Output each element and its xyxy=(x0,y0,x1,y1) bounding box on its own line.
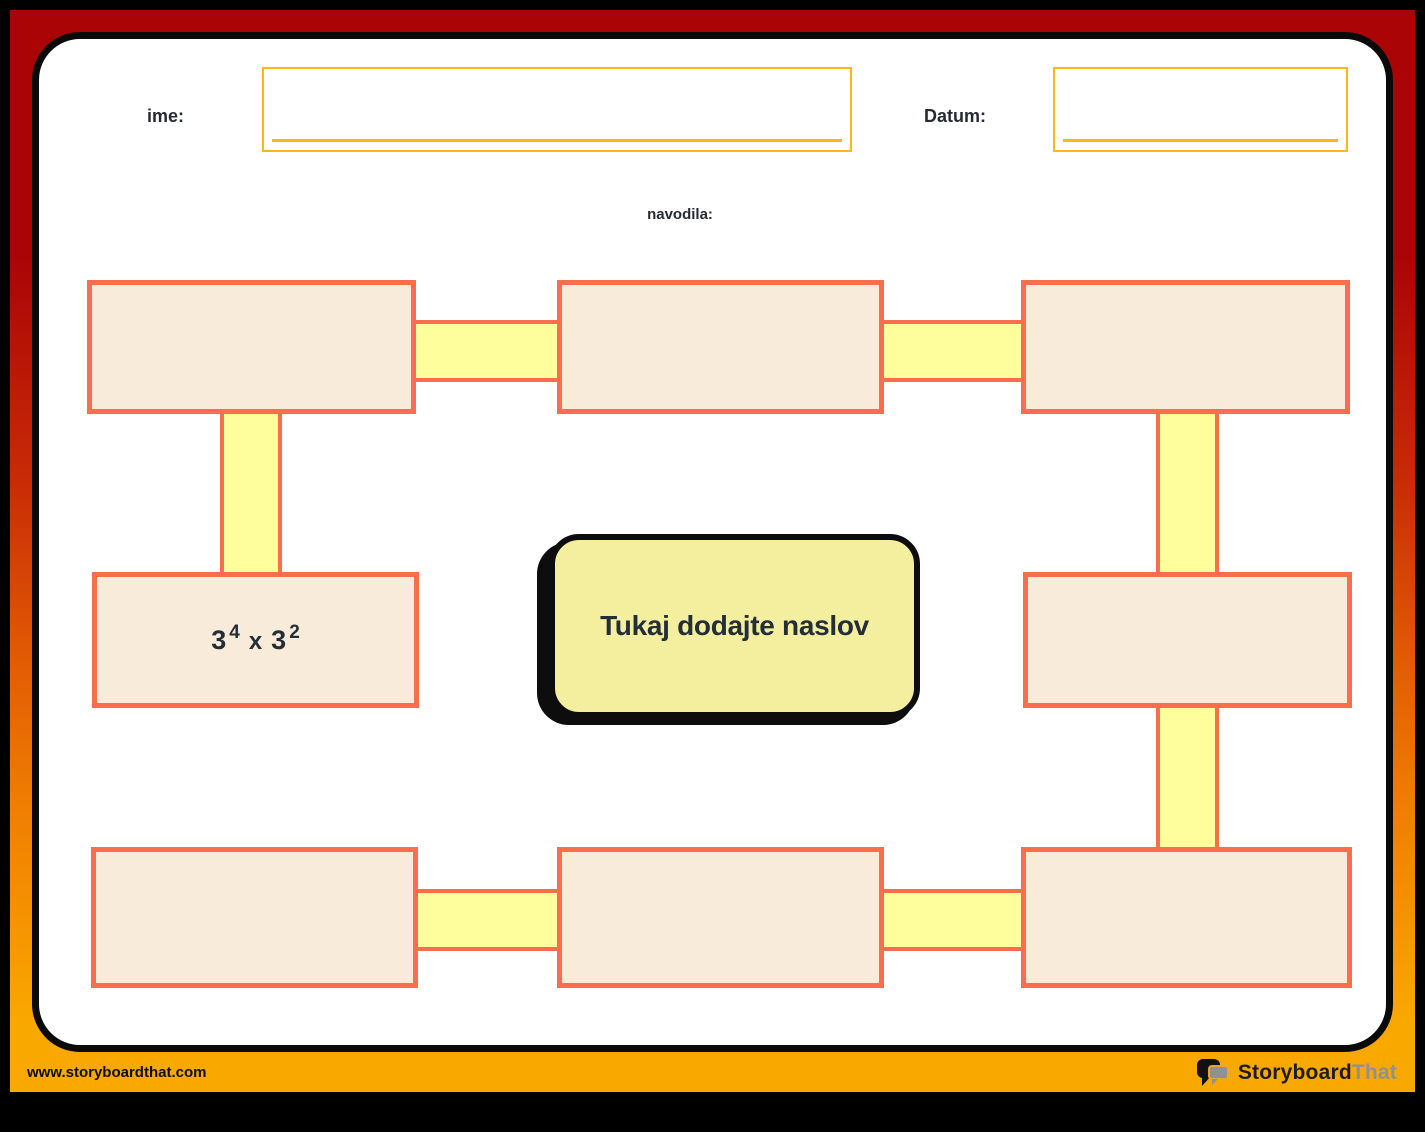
connector-right-vertical-lower xyxy=(1156,702,1219,853)
flow-box-bottom-center[interactable] xyxy=(557,847,884,988)
bottom-black-band xyxy=(0,1092,1425,1132)
connector-right-vertical-upper xyxy=(1156,408,1219,578)
title-text: Tukaj dodajte naslov xyxy=(600,610,869,641)
date-input[interactable] xyxy=(1053,67,1348,152)
gray-bubble-shape xyxy=(1207,1065,1229,1080)
date-label: Datum: xyxy=(924,106,986,126)
footer-url: www.storyboardthat.com xyxy=(27,1064,207,1081)
gray-bubble-tail xyxy=(1211,1079,1218,1085)
speech-bubbles-icon xyxy=(1196,1056,1233,1090)
connector-left-vertical xyxy=(220,408,282,578)
expression-exponent-1: 4 xyxy=(229,621,240,643)
expression-base-1: 3 xyxy=(211,624,227,655)
logo-text: StoryboardThat xyxy=(1238,1061,1397,1085)
logo-text-that: That xyxy=(1351,1061,1397,1084)
title-box[interactable]: Tukaj dodajte naslov xyxy=(549,534,920,718)
flow-box-bottom-left[interactable] xyxy=(91,847,418,988)
flow-box-top-center[interactable] xyxy=(557,280,884,414)
flow-box-bottom-right[interactable] xyxy=(1021,847,1352,988)
connector-top-left-center xyxy=(410,320,563,382)
connector-bottom-left-center xyxy=(412,889,563,951)
flow-box-top-right[interactable] xyxy=(1021,280,1350,414)
logo-text-storyboard: Storyboard xyxy=(1237,1061,1352,1084)
name-input-underline xyxy=(272,139,842,142)
connector-bottom-center-right xyxy=(878,889,1027,951)
expression-exponent-2: 2 xyxy=(289,621,300,643)
flow-box-top-left[interactable] xyxy=(87,280,416,414)
expression-operator: x xyxy=(248,627,263,655)
date-input-underline xyxy=(1063,139,1338,142)
expression-base-2: 3 xyxy=(271,624,287,655)
instructions-label: navodila: xyxy=(647,206,713,223)
name-label: ime: xyxy=(147,106,185,126)
black-bubble-tail xyxy=(1201,1076,1211,1086)
flow-box-middle-right[interactable] xyxy=(1023,572,1352,708)
connector-top-center-right xyxy=(878,320,1027,382)
storyboardthat-logo: StoryboardThat xyxy=(1196,1055,1397,1091)
name-input[interactable] xyxy=(262,67,852,152)
